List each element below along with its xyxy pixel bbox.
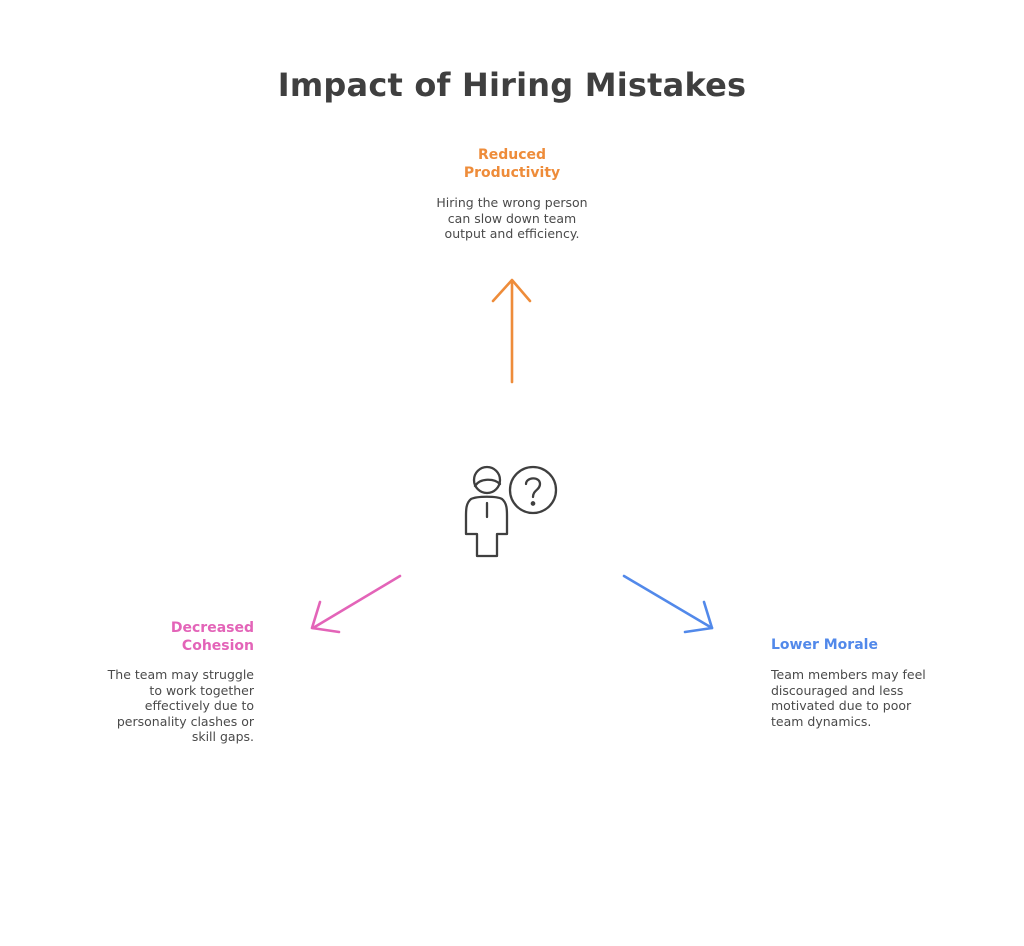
arrow-morale [622,574,714,634]
arrow-cohesion [310,574,402,634]
reduced-productivity-heading: Reduced Productivity [463,147,561,181]
reduced-productivity-description: Hiring the wrong person can slow down te… [436,195,588,241]
person-question-icon [464,465,558,558]
decreased-cohesion-heading: Decreased Cohesion [170,620,254,654]
lower-morale-description: Team members may feel discouraged and le… [771,667,926,729]
diagram-title: Impact of Hiring Mistakes [277,66,747,104]
lower-morale-heading: Lower Morale [771,637,878,653]
decreased-cohesion-description: The team may struggle to work together e… [107,667,254,744]
arrow-productivity [491,278,532,384]
